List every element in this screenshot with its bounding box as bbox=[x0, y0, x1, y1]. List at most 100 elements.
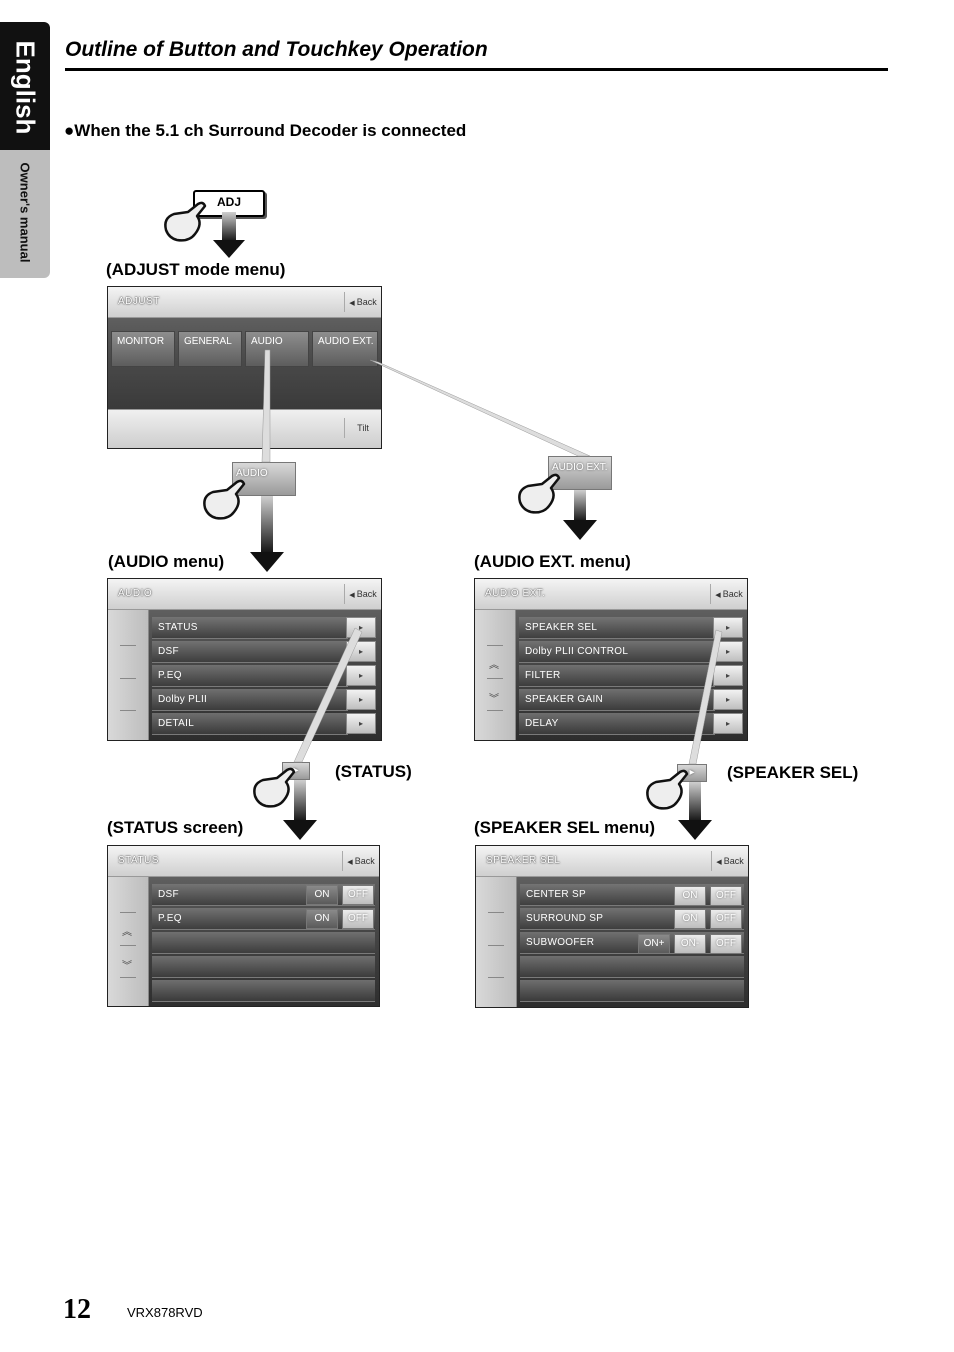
back-button[interactable]: ◀Back bbox=[711, 851, 748, 871]
audio-ext-screen: AUDIO EXT. ◀Back ︽ ︾ SPEAKER SEL Dolby P… bbox=[474, 578, 748, 741]
back-button[interactable]: ◀Back bbox=[344, 584, 381, 604]
list-item[interactable]: DETAIL bbox=[152, 713, 348, 735]
rail-mark bbox=[488, 912, 504, 913]
caption-audio-ext: (AUDIO EXT. menu) bbox=[474, 552, 631, 571]
down-arrow-icon bbox=[678, 782, 712, 840]
caption-adjust: (ADJUST mode menu) bbox=[106, 260, 286, 279]
caption-status-screen: (STATUS screen) bbox=[107, 818, 244, 837]
item-label: DETAIL bbox=[158, 718, 195, 729]
on-toggle[interactable]: ON bbox=[674, 909, 706, 929]
audio-popup-key[interactable]: AUDIO bbox=[232, 462, 296, 496]
rail-mark bbox=[487, 710, 503, 711]
on-toggle[interactable]: ON bbox=[306, 885, 338, 905]
adj-key[interactable]: ADJ bbox=[193, 190, 265, 217]
list-item[interactable]: SPEAKER SEL bbox=[519, 617, 715, 639]
go-arrow-icon[interactable]: ▸ bbox=[713, 617, 743, 638]
go-arrow-icon[interactable]: ▸ bbox=[713, 689, 743, 710]
audio-ext-title: AUDIO EXT. bbox=[485, 588, 546, 599]
title-rule bbox=[65, 68, 888, 71]
back-button[interactable]: ◀Back bbox=[342, 851, 379, 871]
list-item[interactable]: STATUS bbox=[152, 617, 348, 639]
item-label: P.EQ bbox=[158, 670, 182, 681]
item-label: SPEAKER SEL bbox=[525, 622, 598, 633]
off-toggle[interactable]: OFF bbox=[710, 909, 742, 929]
back-button[interactable]: ◀Back bbox=[710, 584, 747, 604]
on-toggle[interactable]: ON bbox=[306, 909, 338, 929]
off-toggle[interactable]: OFF bbox=[710, 934, 742, 954]
rail-mark bbox=[120, 945, 136, 946]
list-item[interactable]: P.EQ bbox=[152, 665, 348, 687]
go-arrow-icon[interactable]: ▸ bbox=[713, 641, 743, 662]
status-popup-key[interactable]: ▸ bbox=[282, 762, 310, 780]
scroll-down-icon[interactable]: ︾ bbox=[122, 961, 132, 972]
go-arrow-icon[interactable]: ▸ bbox=[346, 641, 376, 662]
language-tab: English bbox=[0, 22, 50, 150]
adjust-screen: ADJUST ◀Back MONITOR GENERAL AUDIO AUDIO… bbox=[107, 286, 382, 449]
back-label: Back bbox=[356, 297, 377, 307]
down-arrow-icon bbox=[213, 212, 245, 258]
tilt-button[interactable]: Tilt bbox=[344, 418, 381, 438]
row-label: DSF bbox=[158, 889, 179, 900]
go-arrow-icon[interactable]: ▸ bbox=[346, 689, 376, 710]
off-toggle[interactable]: OFF bbox=[342, 909, 374, 929]
go-arrow-icon[interactable]: ▸ bbox=[713, 713, 743, 734]
go-arrow-icon[interactable]: ▸ bbox=[346, 617, 376, 638]
tab-audio[interactable]: AUDIO bbox=[245, 331, 309, 367]
list-item[interactable]: Dolby PLII CONTROL bbox=[519, 641, 715, 663]
list-item[interactable]: DSF bbox=[152, 641, 348, 663]
rail-mark bbox=[120, 645, 136, 646]
list-item bbox=[152, 932, 375, 954]
back-label: Back bbox=[723, 856, 744, 866]
section-title: Outline of Button and Touchkey Operation bbox=[65, 38, 488, 61]
list-item[interactable]: Dolby PLII bbox=[152, 689, 348, 711]
audio-ext-popup-key[interactable]: AUDIO EXT. bbox=[548, 456, 612, 490]
rail-mark bbox=[488, 945, 504, 946]
list-item[interactable]: FILTER bbox=[519, 665, 715, 687]
item-label: Dolby PLII CONTROL bbox=[525, 646, 629, 657]
tab-monitor[interactable]: MONITOR bbox=[111, 331, 175, 367]
scroll-up-icon[interactable]: ︽ bbox=[122, 927, 132, 938]
item-label: DELAY bbox=[525, 718, 559, 729]
rail-mark bbox=[120, 912, 136, 913]
caption-speaker-key: (SPEAKER SEL) bbox=[727, 763, 859, 782]
off-toggle[interactable]: OFF bbox=[342, 885, 374, 905]
go-arrow-icon[interactable]: ▸ bbox=[346, 665, 376, 686]
rail-mark bbox=[120, 710, 136, 711]
list-item[interactable]: DELAY bbox=[519, 713, 715, 735]
speaker-sel-screen: SPEAKER SEL ◀Back CENTER SP SURROUND SP … bbox=[475, 845, 749, 1008]
list-item bbox=[520, 956, 744, 978]
rail-mark bbox=[487, 645, 503, 646]
item-label: STATUS bbox=[158, 622, 198, 633]
scroll-up-icon[interactable]: ︽ bbox=[489, 660, 499, 671]
go-arrow-icon[interactable]: ▸ bbox=[346, 713, 376, 734]
rail-mark bbox=[487, 678, 503, 679]
list-item bbox=[520, 980, 744, 1002]
rail-mark bbox=[120, 678, 136, 679]
language-label: English bbox=[10, 40, 41, 135]
speaker-popup-key[interactable]: ▸ bbox=[677, 764, 707, 782]
list-item[interactable]: SPEAKER GAIN bbox=[519, 689, 715, 711]
left-rail bbox=[108, 610, 149, 740]
on-minus-toggle[interactable]: ON- bbox=[674, 934, 706, 954]
callout-line bbox=[369, 359, 591, 457]
list-item bbox=[152, 980, 375, 1002]
off-toggle[interactable]: OFF bbox=[710, 886, 742, 906]
back-arrow-icon: ◀ bbox=[349, 592, 355, 599]
back-arrow-icon: ◀ bbox=[349, 300, 355, 307]
go-arrow-icon[interactable]: ▸ bbox=[713, 665, 743, 686]
on-toggle[interactable]: ON bbox=[674, 886, 706, 906]
speaker-titlebar: SPEAKER SEL ◀Back bbox=[476, 846, 748, 877]
back-button[interactable]: ◀Back bbox=[344, 292, 381, 312]
model-name: VRX878RVD bbox=[127, 1305, 203, 1320]
bullet-heading: ●When the 5.1 ch Surround Decoder is con… bbox=[64, 121, 467, 140]
page-number: 12 bbox=[63, 1294, 91, 1325]
left-rail bbox=[476, 877, 517, 1007]
rail-mark bbox=[488, 977, 504, 978]
scroll-down-icon[interactable]: ︾ bbox=[489, 694, 499, 705]
tab-general[interactable]: GENERAL bbox=[178, 331, 242, 367]
on-plus-toggle[interactable]: ON+ bbox=[638, 934, 670, 954]
audio-ext-titlebar: AUDIO EXT. ◀Back bbox=[475, 579, 747, 610]
tab-audio-ext[interactable]: AUDIO EXT. bbox=[312, 331, 378, 367]
item-label: SPEAKER GAIN bbox=[525, 694, 604, 705]
list-item bbox=[152, 956, 375, 978]
